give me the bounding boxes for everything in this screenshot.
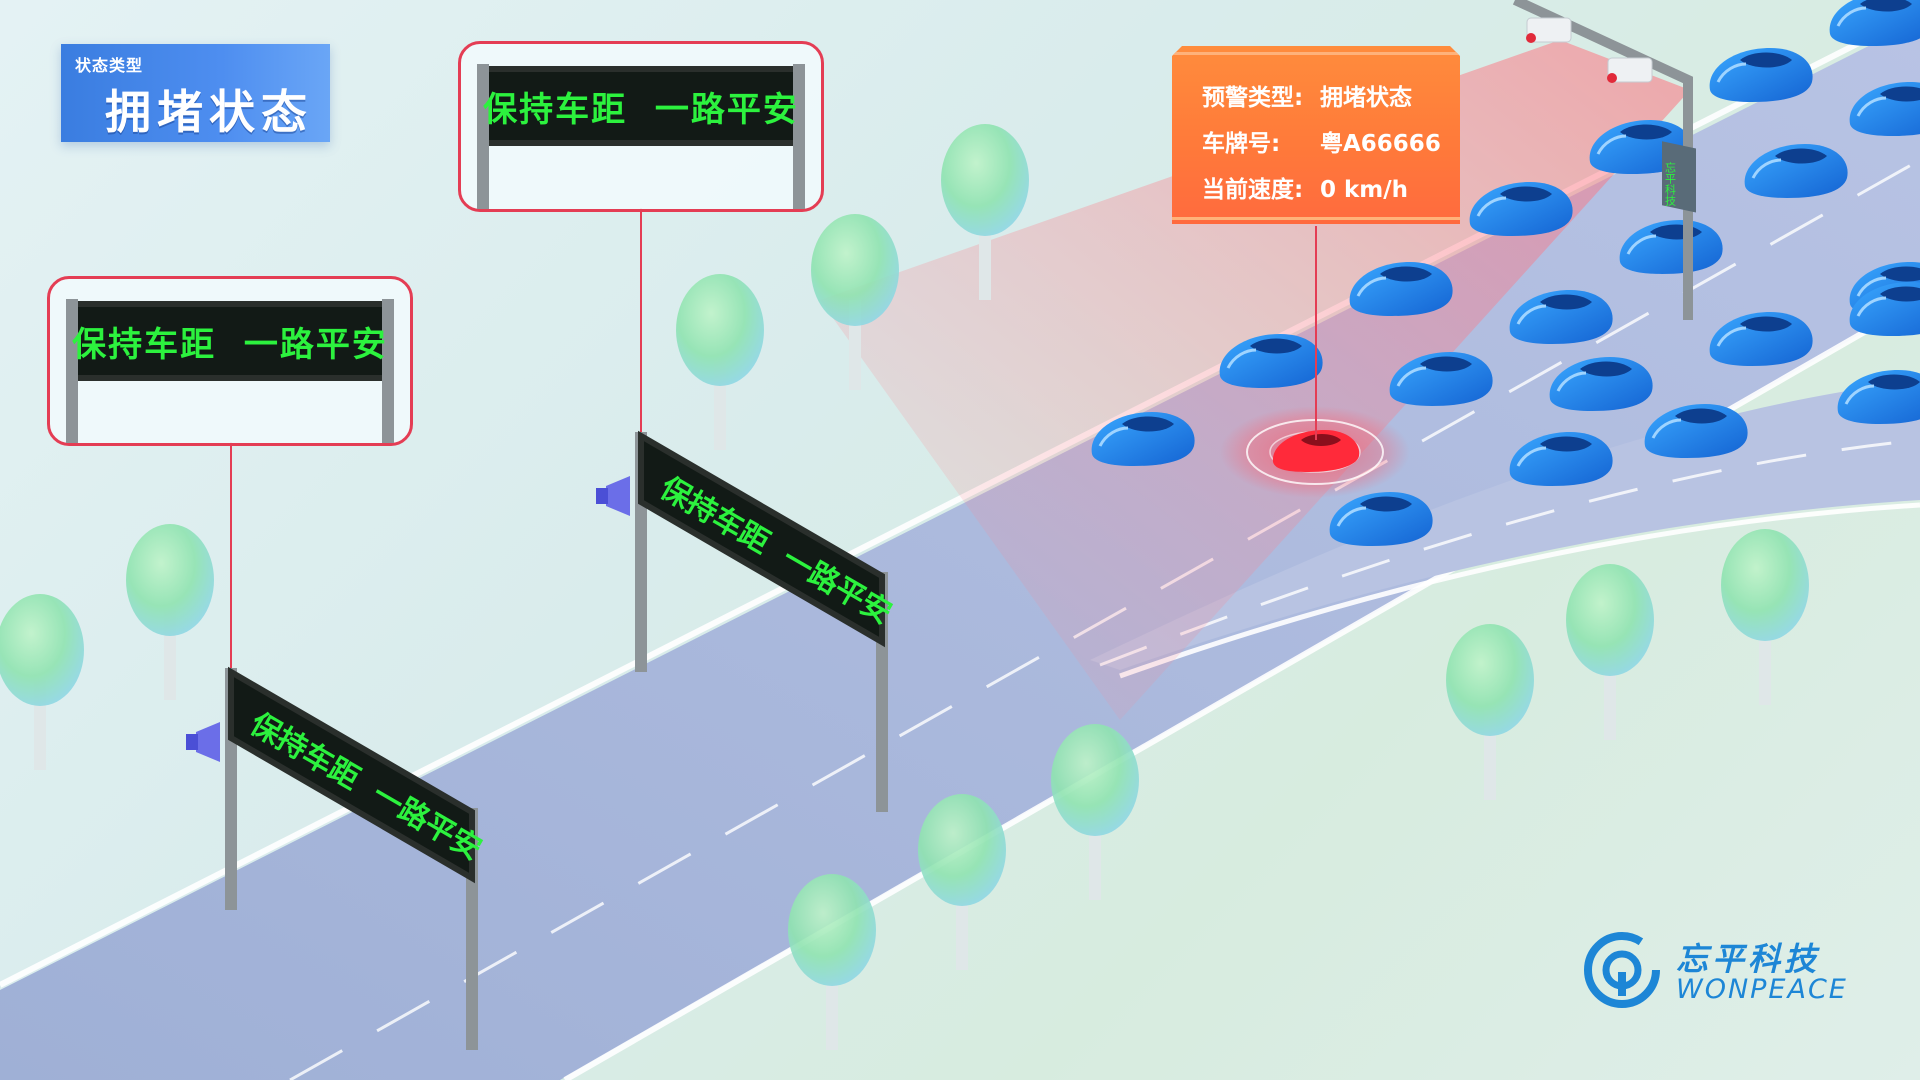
wonpeace-logo: 忘平科技 WONPEACE <box>1584 930 1846 1010</box>
tree <box>788 874 876 1050</box>
alert-speed-label: 当前速度: <box>1202 177 1304 203</box>
tree <box>676 274 764 450</box>
car <box>1849 282 1920 336</box>
car <box>1509 290 1613 344</box>
sign-callout-left-text: 保持车距 一路平安 <box>72 324 388 365</box>
car <box>1709 48 1813 102</box>
wonpeace-logo-icon <box>1584 932 1660 1008</box>
car <box>1849 82 1920 136</box>
car <box>1744 144 1848 198</box>
tree <box>1721 529 1809 705</box>
alert-plate-label: 车牌号: <box>1202 131 1281 157</box>
status-type-value: 拥堵状态 <box>105 85 313 139</box>
cars <box>1091 0 1920 546</box>
tree <box>1446 624 1534 800</box>
car <box>1389 352 1493 406</box>
alert-type-value: 拥堵状态 <box>1320 85 1412 111</box>
tree <box>0 594 84 770</box>
car <box>1829 0 1920 46</box>
alert-panel: 预警类型: 拥堵状态 车牌号: 粤A66666 当前速度: 0 km/h <box>1172 46 1460 224</box>
sign-callout-left: 保持车距 一路平安 <box>47 276 413 446</box>
alert-type-row: 预警类型: 拥堵状态 <box>1202 78 1412 112</box>
alert-speed-value: 0 km/h <box>1320 177 1409 203</box>
tree <box>1051 724 1139 900</box>
megaphone-icon <box>186 722 220 762</box>
sign-board-zoom: 保持车距 一路平安 <box>483 66 797 146</box>
tree <box>1566 564 1654 740</box>
car <box>1469 182 1573 236</box>
sign-callout-right-text: 保持车距 一路平安 <box>483 89 799 130</box>
car <box>1091 412 1195 466</box>
camera-pole: 忘平科技 <box>1512 0 1696 320</box>
car <box>1549 357 1653 411</box>
logo-name-en: WONPEACE <box>1676 974 1848 1005</box>
pole-sign-text: 忘平科技 <box>1664 161 1677 207</box>
megaphone-icon <box>596 476 630 516</box>
tree <box>126 524 214 700</box>
sign-callout-right: 保持车距 一路平安 <box>458 41 824 212</box>
alert-plate-value: 粤A66666 <box>1320 131 1441 157</box>
tree <box>811 214 899 390</box>
car <box>1349 262 1453 316</box>
alert-car <box>1220 406 1410 498</box>
alert-speed-row: 当前速度: 0 km/h <box>1202 170 1408 204</box>
tree <box>918 794 1006 970</box>
car <box>1509 432 1613 486</box>
alert-plate-row: 车牌号: 粤A66666 <box>1202 124 1441 158</box>
camera-icon <box>1526 17 1653 83</box>
sign-board-zoom: 保持车距 一路平安 <box>72 301 386 381</box>
trees <box>0 124 1809 1050</box>
tree <box>941 124 1029 300</box>
car <box>1219 334 1323 388</box>
car <box>1329 492 1433 546</box>
car <box>1837 370 1920 424</box>
status-type-card: 状态类型 拥堵状态 <box>61 44 330 142</box>
alert-type-label: 预警类型: <box>1202 85 1304 111</box>
car <box>1644 404 1748 458</box>
logo-name-zh: 忘平科技 <box>1676 940 1821 978</box>
car <box>1709 312 1813 366</box>
status-type-label: 状态类型 <box>75 56 144 75</box>
